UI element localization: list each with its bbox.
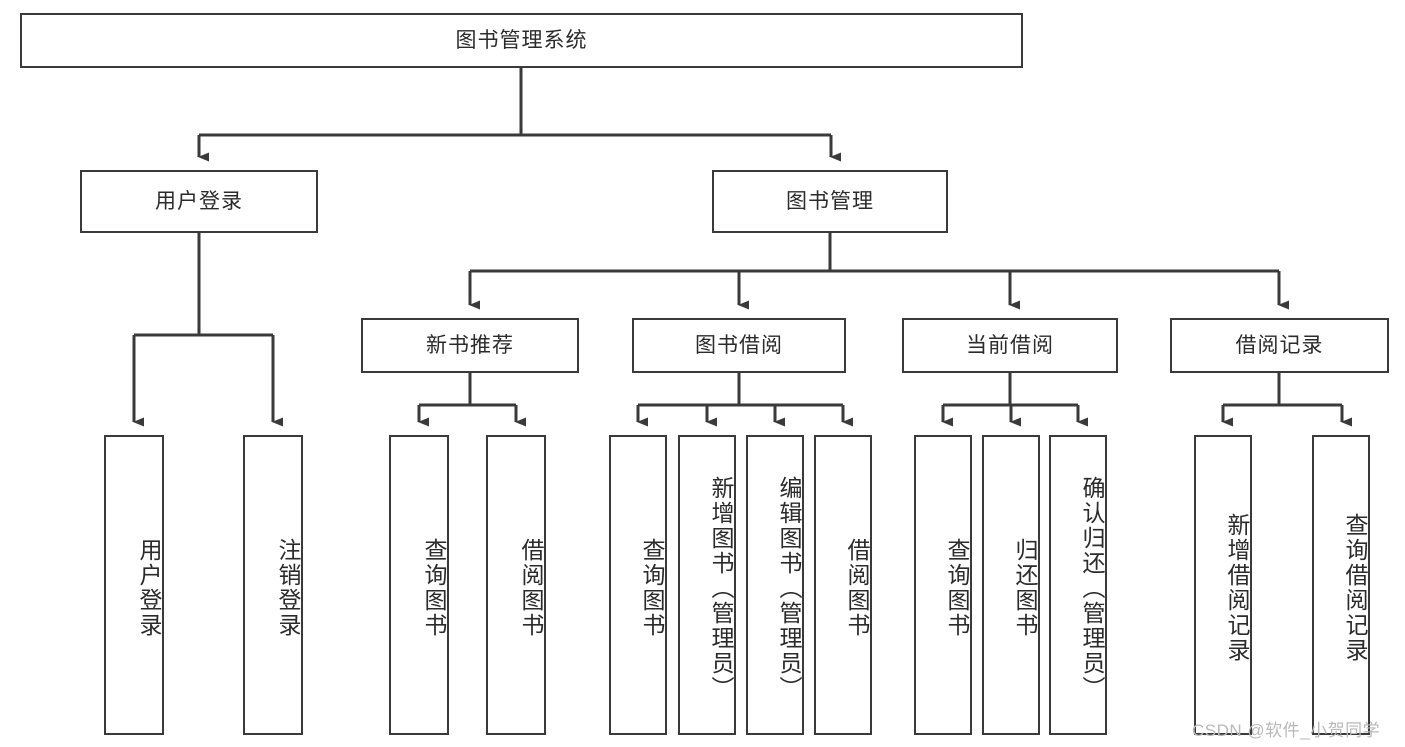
- node-leaf-query-book-cur[interactable]: 查询图书: [914, 435, 972, 735]
- node-leaf-borrow-book-label: 借阅图书: [844, 538, 870, 638]
- node-leaf-return-book-label: 归还图书: [1012, 538, 1038, 638]
- node-book-manage[interactable]: 图书管理: [712, 170, 948, 233]
- node-leaf-query-book-rec[interactable]: 查询图书: [389, 435, 449, 735]
- node-leaf-edit-book-label: 编辑图书（管理员）: [776, 475, 802, 701]
- node-leaf-add-book[interactable]: 新增图书（管理员）: [678, 435, 736, 735]
- node-leaf-borrow-book-rec[interactable]: 借阅图书: [486, 435, 546, 735]
- node-leaf-add-book-label: 新增图书（管理员）: [708, 475, 734, 701]
- node-leaf-confirm-return-label: 确认归还（管理员）: [1079, 475, 1105, 701]
- node-leaf-add-record[interactable]: 新增借阅记录: [1194, 435, 1252, 735]
- node-leaf-user-login-label: 用户登录: [136, 538, 162, 638]
- node-leaf-confirm-return[interactable]: 确认归还（管理员）: [1049, 435, 1107, 735]
- node-user-login-label: 用户登录: [155, 189, 243, 213]
- node-leaf-add-record-label: 新增借阅记录: [1224, 513, 1250, 663]
- csdn-watermark: CSDN @软件_小贺同学: [1192, 721, 1381, 740]
- node-leaf-query-book-borrow-label: 查询图书: [639, 538, 665, 638]
- node-book-borrow-label: 图书借阅: [695, 333, 783, 357]
- node-new-book-rec-label: 新书推荐: [426, 333, 514, 357]
- node-book-borrow[interactable]: 图书借阅: [632, 318, 846, 373]
- node-leaf-borrow-book-rec-label: 借阅图书: [518, 538, 544, 638]
- node-leaf-query-book-cur-label: 查询图书: [944, 538, 970, 638]
- node-book-manage-label: 图书管理: [786, 189, 874, 213]
- node-leaf-logout[interactable]: 注销登录: [243, 435, 303, 735]
- node-leaf-query-book-rec-label: 查询图书: [421, 538, 447, 638]
- node-borrow-record[interactable]: 借阅记录: [1170, 318, 1389, 373]
- node-leaf-user-login[interactable]: 用户登录: [104, 435, 164, 735]
- node-root[interactable]: 图书管理系统: [20, 13, 1023, 68]
- node-current-borrow[interactable]: 当前借阅: [902, 318, 1118, 373]
- node-root-label: 图书管理系统: [455, 28, 588, 52]
- node-current-borrow-label: 当前借阅: [966, 333, 1054, 357]
- node-leaf-return-book[interactable]: 归还图书: [982, 435, 1040, 735]
- node-leaf-borrow-book[interactable]: 借阅图书: [814, 435, 872, 735]
- node-new-book-rec[interactable]: 新书推荐: [361, 318, 579, 373]
- node-leaf-query-record[interactable]: 查询借阅记录: [1312, 435, 1370, 735]
- node-leaf-edit-book[interactable]: 编辑图书（管理员）: [746, 435, 804, 735]
- node-leaf-query-book-borrow[interactable]: 查询图书: [609, 435, 667, 735]
- node-user-login[interactable]: 用户登录: [80, 170, 318, 233]
- node-leaf-logout-label: 注销登录: [275, 538, 301, 638]
- node-borrow-record-label: 借阅记录: [1235, 333, 1324, 357]
- node-leaf-query-record-label: 查询借阅记录: [1342, 513, 1368, 663]
